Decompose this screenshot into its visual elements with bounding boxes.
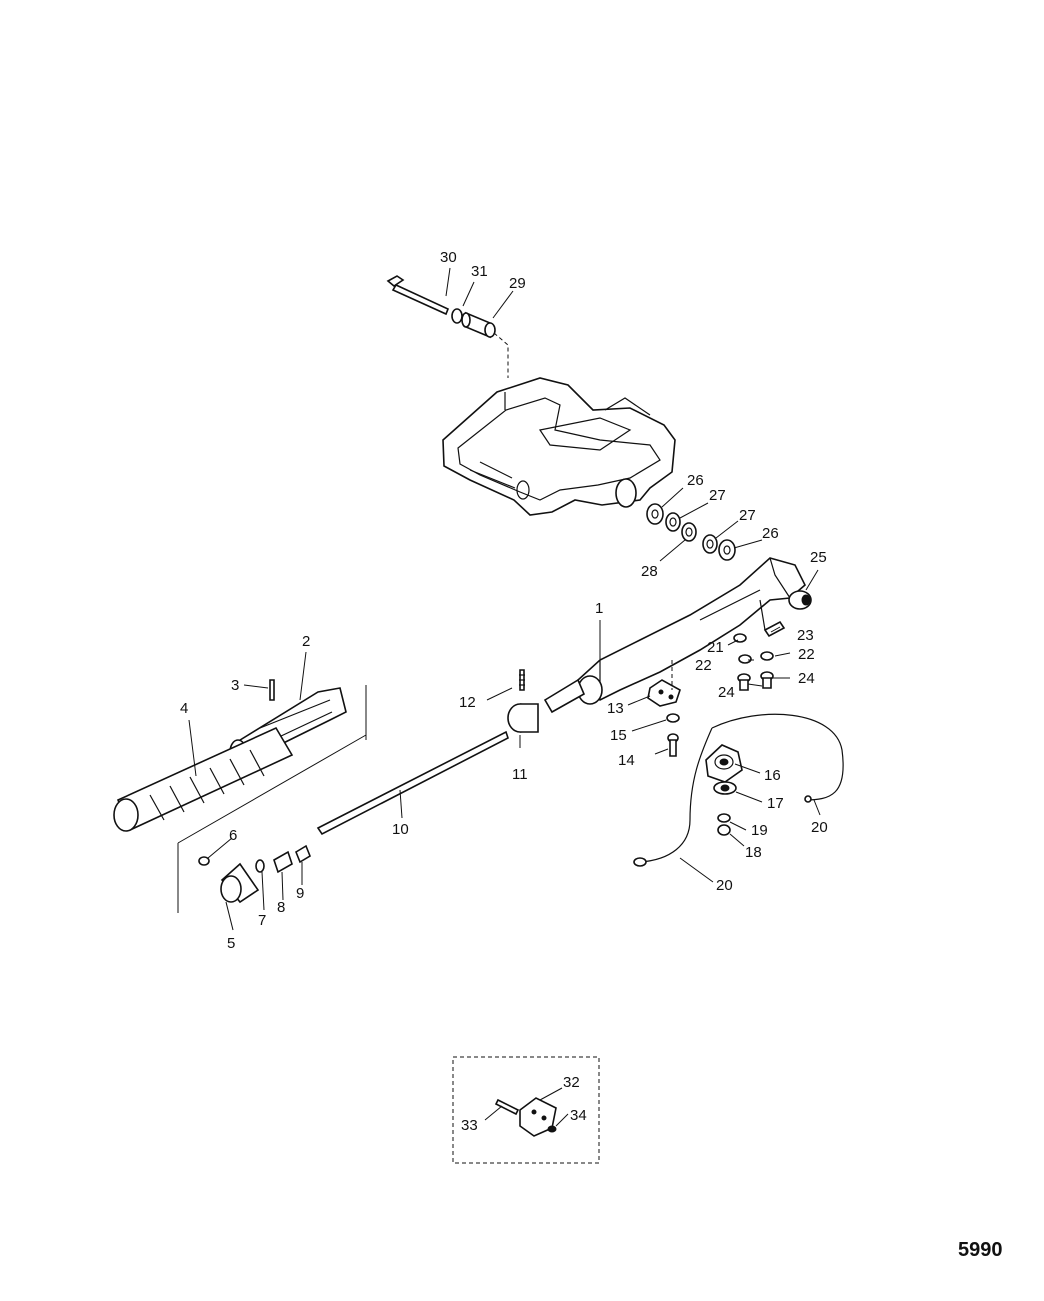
leader-lines bbox=[188, 267, 821, 1127]
nut-part-17 bbox=[713, 781, 737, 795]
nut-part-18 bbox=[717, 824, 731, 836]
callout-24-right: 24 bbox=[798, 670, 815, 687]
callout-12: 12 bbox=[459, 694, 476, 711]
washer-part-22-left bbox=[738, 654, 752, 664]
screw-part-24-left bbox=[737, 673, 751, 691]
callout-1: 1 bbox=[595, 600, 603, 617]
stop-switch-part-16 bbox=[705, 744, 743, 783]
screw-part-3 bbox=[269, 679, 275, 701]
callout-30: 30 bbox=[440, 249, 457, 266]
washer-part-22-right bbox=[760, 651, 774, 661]
callout-17: 17 bbox=[767, 795, 784, 812]
part-8 bbox=[273, 850, 293, 874]
washer-part-27-lower bbox=[702, 534, 718, 554]
callout-4: 4 bbox=[180, 700, 188, 717]
sleeve-part-5 bbox=[220, 862, 260, 904]
callout-13: 13 bbox=[607, 700, 624, 717]
callout-28: 28 bbox=[641, 563, 658, 580]
part-7 bbox=[255, 859, 265, 873]
pin-part-23 bbox=[763, 620, 786, 638]
pin-part-12 bbox=[519, 669, 525, 691]
callout-19: 19 bbox=[751, 822, 768, 839]
callout-27-upper: 27 bbox=[709, 487, 726, 504]
part-9 bbox=[295, 844, 311, 864]
bushing-part-11 bbox=[507, 703, 539, 733]
callout-23: 23 bbox=[797, 627, 814, 644]
bolt-part-30 bbox=[386, 275, 450, 316]
callout-24-left: 24 bbox=[718, 684, 735, 701]
part-6 bbox=[198, 856, 210, 866]
callout-31: 31 bbox=[471, 263, 488, 280]
washer-part-31 bbox=[451, 308, 463, 324]
screw-part-33 bbox=[494, 1098, 520, 1116]
callout-25: 25 bbox=[810, 549, 827, 566]
washer-part-15 bbox=[666, 713, 680, 723]
callout-26-upper: 26 bbox=[687, 472, 704, 489]
callout-27-lower: 27 bbox=[739, 507, 756, 524]
twist-grip-part-4 bbox=[113, 726, 294, 832]
callout-22-left: 22 bbox=[695, 657, 712, 674]
assembly-line-29 bbox=[493, 332, 509, 378]
washer-part-26-upper bbox=[646, 503, 664, 525]
callout-20-bottom: 20 bbox=[716, 877, 733, 894]
washer-part-19 bbox=[717, 813, 731, 823]
callout-22-right: 22 bbox=[798, 646, 815, 663]
coupler-part-tiller-end bbox=[543, 678, 586, 714]
callout-33: 33 bbox=[461, 1117, 478, 1134]
callout-26-lower: 26 bbox=[762, 525, 779, 542]
cap-part-25 bbox=[788, 590, 812, 610]
washer-part-26-lower bbox=[718, 539, 736, 561]
callout-32: 32 bbox=[563, 1074, 580, 1091]
lanyard-part-20 bbox=[633, 713, 844, 867]
callout-2: 2 bbox=[302, 633, 310, 650]
callout-labels: 30 31 29 26 27 27 26 28 25 1 23 21 22 22… bbox=[180, 249, 828, 1134]
bushing-part-29 bbox=[461, 311, 496, 339]
throttle-shaft-part-10 bbox=[316, 730, 509, 836]
assembly-bracket-left bbox=[177, 685, 367, 913]
inset-frame bbox=[452, 1056, 600, 1164]
figure-number: 5990 bbox=[958, 1239, 1003, 1261]
tiller-arm-part-1 bbox=[577, 557, 806, 705]
callout-29: 29 bbox=[509, 275, 526, 292]
callout-21: 21 bbox=[707, 639, 724, 656]
callout-7: 7 bbox=[258, 912, 266, 929]
callout-6: 6 bbox=[229, 827, 237, 844]
washer-part-28 bbox=[681, 522, 697, 542]
callout-5: 5 bbox=[227, 935, 235, 952]
steering-bracket bbox=[442, 377, 676, 516]
callout-14: 14 bbox=[618, 752, 635, 769]
callout-20-right: 20 bbox=[811, 819, 828, 836]
callout-9: 9 bbox=[296, 885, 304, 902]
nut-part-34 bbox=[547, 1125, 557, 1133]
callout-8: 8 bbox=[277, 899, 285, 916]
callout-10: 10 bbox=[392, 821, 409, 838]
washer-part-27-upper bbox=[665, 512, 681, 532]
callout-11: 11 bbox=[512, 766, 528, 783]
screw-part-24-right bbox=[760, 671, 774, 689]
callout-34: 34 bbox=[570, 1107, 587, 1124]
plate-part-13 bbox=[647, 679, 681, 707]
callout-18: 18 bbox=[745, 844, 762, 861]
callout-15: 15 bbox=[610, 727, 627, 744]
screw-part-14 bbox=[667, 733, 679, 757]
callout-16: 16 bbox=[764, 767, 781, 784]
callout-3: 3 bbox=[231, 677, 239, 694]
